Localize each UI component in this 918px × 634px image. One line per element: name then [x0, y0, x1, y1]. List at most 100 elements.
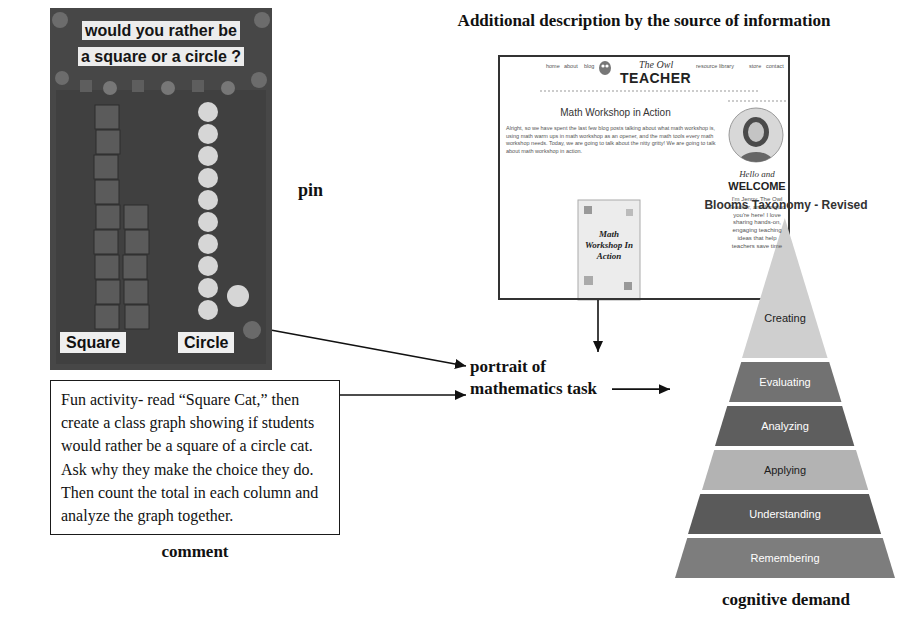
flow-arrow — [612, 388, 670, 390]
pin-photo: would you rather be a square or a circle… — [50, 8, 272, 370]
graph-square — [123, 255, 147, 279]
greeting-script: Hello and — [726, 169, 788, 179]
graph-square — [95, 105, 119, 129]
photo-background — [50, 8, 272, 370]
owl-eye — [605, 64, 608, 67]
nav-link: resource library — [696, 63, 734, 69]
graph-square — [125, 305, 149, 329]
graph-circle — [227, 285, 249, 307]
pyramid-level: Analyzing — [715, 406, 854, 446]
level-band — [742, 218, 828, 358]
decor-circle — [52, 12, 68, 28]
level-label: Understanding — [688, 508, 881, 521]
dotted-rule — [728, 101, 786, 102]
owl-icon — [599, 61, 611, 75]
book-decor — [626, 209, 633, 216]
decor-circle — [251, 72, 267, 88]
graph-square — [95, 305, 119, 329]
column-label-holder: Square — [60, 334, 126, 352]
graph-square — [95, 180, 119, 204]
profile-hair — [743, 117, 769, 147]
graph-circle — [198, 190, 218, 210]
output-label: cognitive demand — [672, 590, 900, 610]
post-body: Alright, so we have spent the last few b… — [506, 125, 720, 156]
graph-square — [96, 205, 120, 229]
book-decor — [584, 276, 593, 285]
profile-face — [748, 122, 764, 142]
graph-square — [96, 130, 120, 154]
decor-circle — [161, 81, 175, 95]
level-label: Creating — [742, 312, 828, 325]
decor-square — [132, 80, 144, 92]
graph-square — [95, 255, 119, 279]
blog-screenshot: Additional description by the source of … — [498, 55, 790, 300]
column-label: Circle — [178, 332, 234, 353]
sign-text: would you rather be a square or a circle… — [78, 21, 244, 66]
graph-square — [124, 205, 148, 229]
graph-circle — [198, 124, 218, 144]
pyramid-level: Remembering — [675, 538, 895, 578]
level-label: Remembering — [675, 552, 895, 565]
task-label: portrait of mathematics task — [470, 356, 610, 400]
pyramid-level: Evaluating — [729, 362, 841, 402]
nav-link: store — [749, 63, 761, 69]
graph-circle — [198, 168, 218, 188]
graph-circle — [198, 234, 218, 254]
comment-box: Fun activity- read “Square Cat,” then cr… — [50, 380, 340, 535]
decor-circle — [243, 321, 261, 339]
column-label: Square — [60, 332, 126, 353]
flow-arrow — [597, 300, 599, 352]
pyramid-title: Blooms Taxonomy - Revised — [672, 198, 900, 212]
decor-circle — [221, 81, 235, 95]
logo-word: TEACHER — [620, 70, 691, 86]
bloom-pyramid: Blooms Taxonomy - Revised cognitive deman… — [672, 198, 900, 618]
decor-circle — [254, 12, 270, 28]
graph-circle — [198, 102, 218, 122]
level-band — [675, 538, 895, 578]
owl-eye — [601, 64, 604, 67]
pyramid-level: Understanding — [688, 494, 881, 534]
flow-arrow — [272, 330, 466, 366]
source-label: comment — [51, 542, 339, 562]
book-image — [578, 200, 640, 300]
level-band — [688, 494, 881, 534]
graph-square — [94, 155, 118, 179]
graph-square — [94, 230, 118, 254]
level-band — [729, 362, 841, 402]
profile-figure — [739, 117, 773, 172]
graph-square — [96, 280, 120, 304]
task-portrait: portrait of mathematics task — [470, 356, 610, 400]
section-heading: Additional description by the source of … — [458, 11, 831, 31]
flow-arrow — [340, 394, 466, 396]
graph-square — [125, 230, 149, 254]
level-label: Evaluating — [729, 376, 841, 389]
graph-square — [124, 280, 148, 304]
dotted-rule — [540, 91, 760, 92]
logo-script: The Owl — [639, 59, 673, 70]
level-label: Applying — [702, 464, 868, 477]
book-decor — [624, 282, 632, 290]
decor-circle — [103, 81, 117, 95]
graph-circle — [198, 278, 218, 298]
decor-square — [192, 80, 204, 92]
graph-circle — [198, 300, 218, 320]
photo-board — [56, 90, 266, 364]
nav-link: blog — [584, 63, 594, 69]
post-title: Math Workshop in Action — [508, 107, 723, 118]
book-decor — [584, 206, 592, 214]
decor-square — [80, 80, 92, 92]
sign-text-holder: would you rather be a square or a circle… — [62, 18, 260, 69]
greeting-word: WELCOME — [726, 180, 788, 192]
level-band — [715, 406, 854, 446]
column-label-holder: Circle — [178, 334, 234, 352]
source-label: pin — [298, 180, 323, 201]
nav-link: about — [564, 63, 578, 69]
screenshot-background — [498, 55, 790, 300]
decor-circle — [55, 71, 69, 85]
level-label: Analyzing — [715, 420, 854, 433]
comment-text: Fun activity- read “Square Cat,” then cr… — [61, 388, 329, 527]
graph-circle — [198, 256, 218, 276]
graph-circle — [198, 146, 218, 166]
